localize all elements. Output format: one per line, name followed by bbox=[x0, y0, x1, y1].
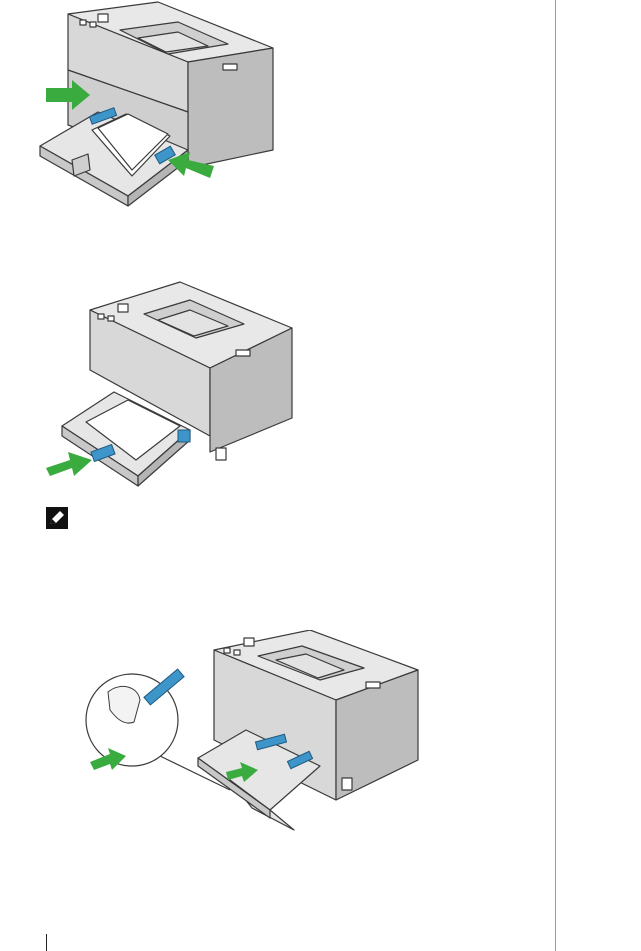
right-paper-guide bbox=[178, 430, 190, 442]
pencil-note-icon bbox=[46, 507, 68, 529]
footer-tick bbox=[46, 934, 47, 951]
figure-printer-tray-slide bbox=[40, 280, 310, 490]
page-divider-line bbox=[555, 0, 556, 951]
figure-printer-tray-length bbox=[80, 630, 425, 835]
green-arrow-icon bbox=[46, 452, 92, 476]
figure-printer-guide-adjust bbox=[28, 0, 288, 212]
